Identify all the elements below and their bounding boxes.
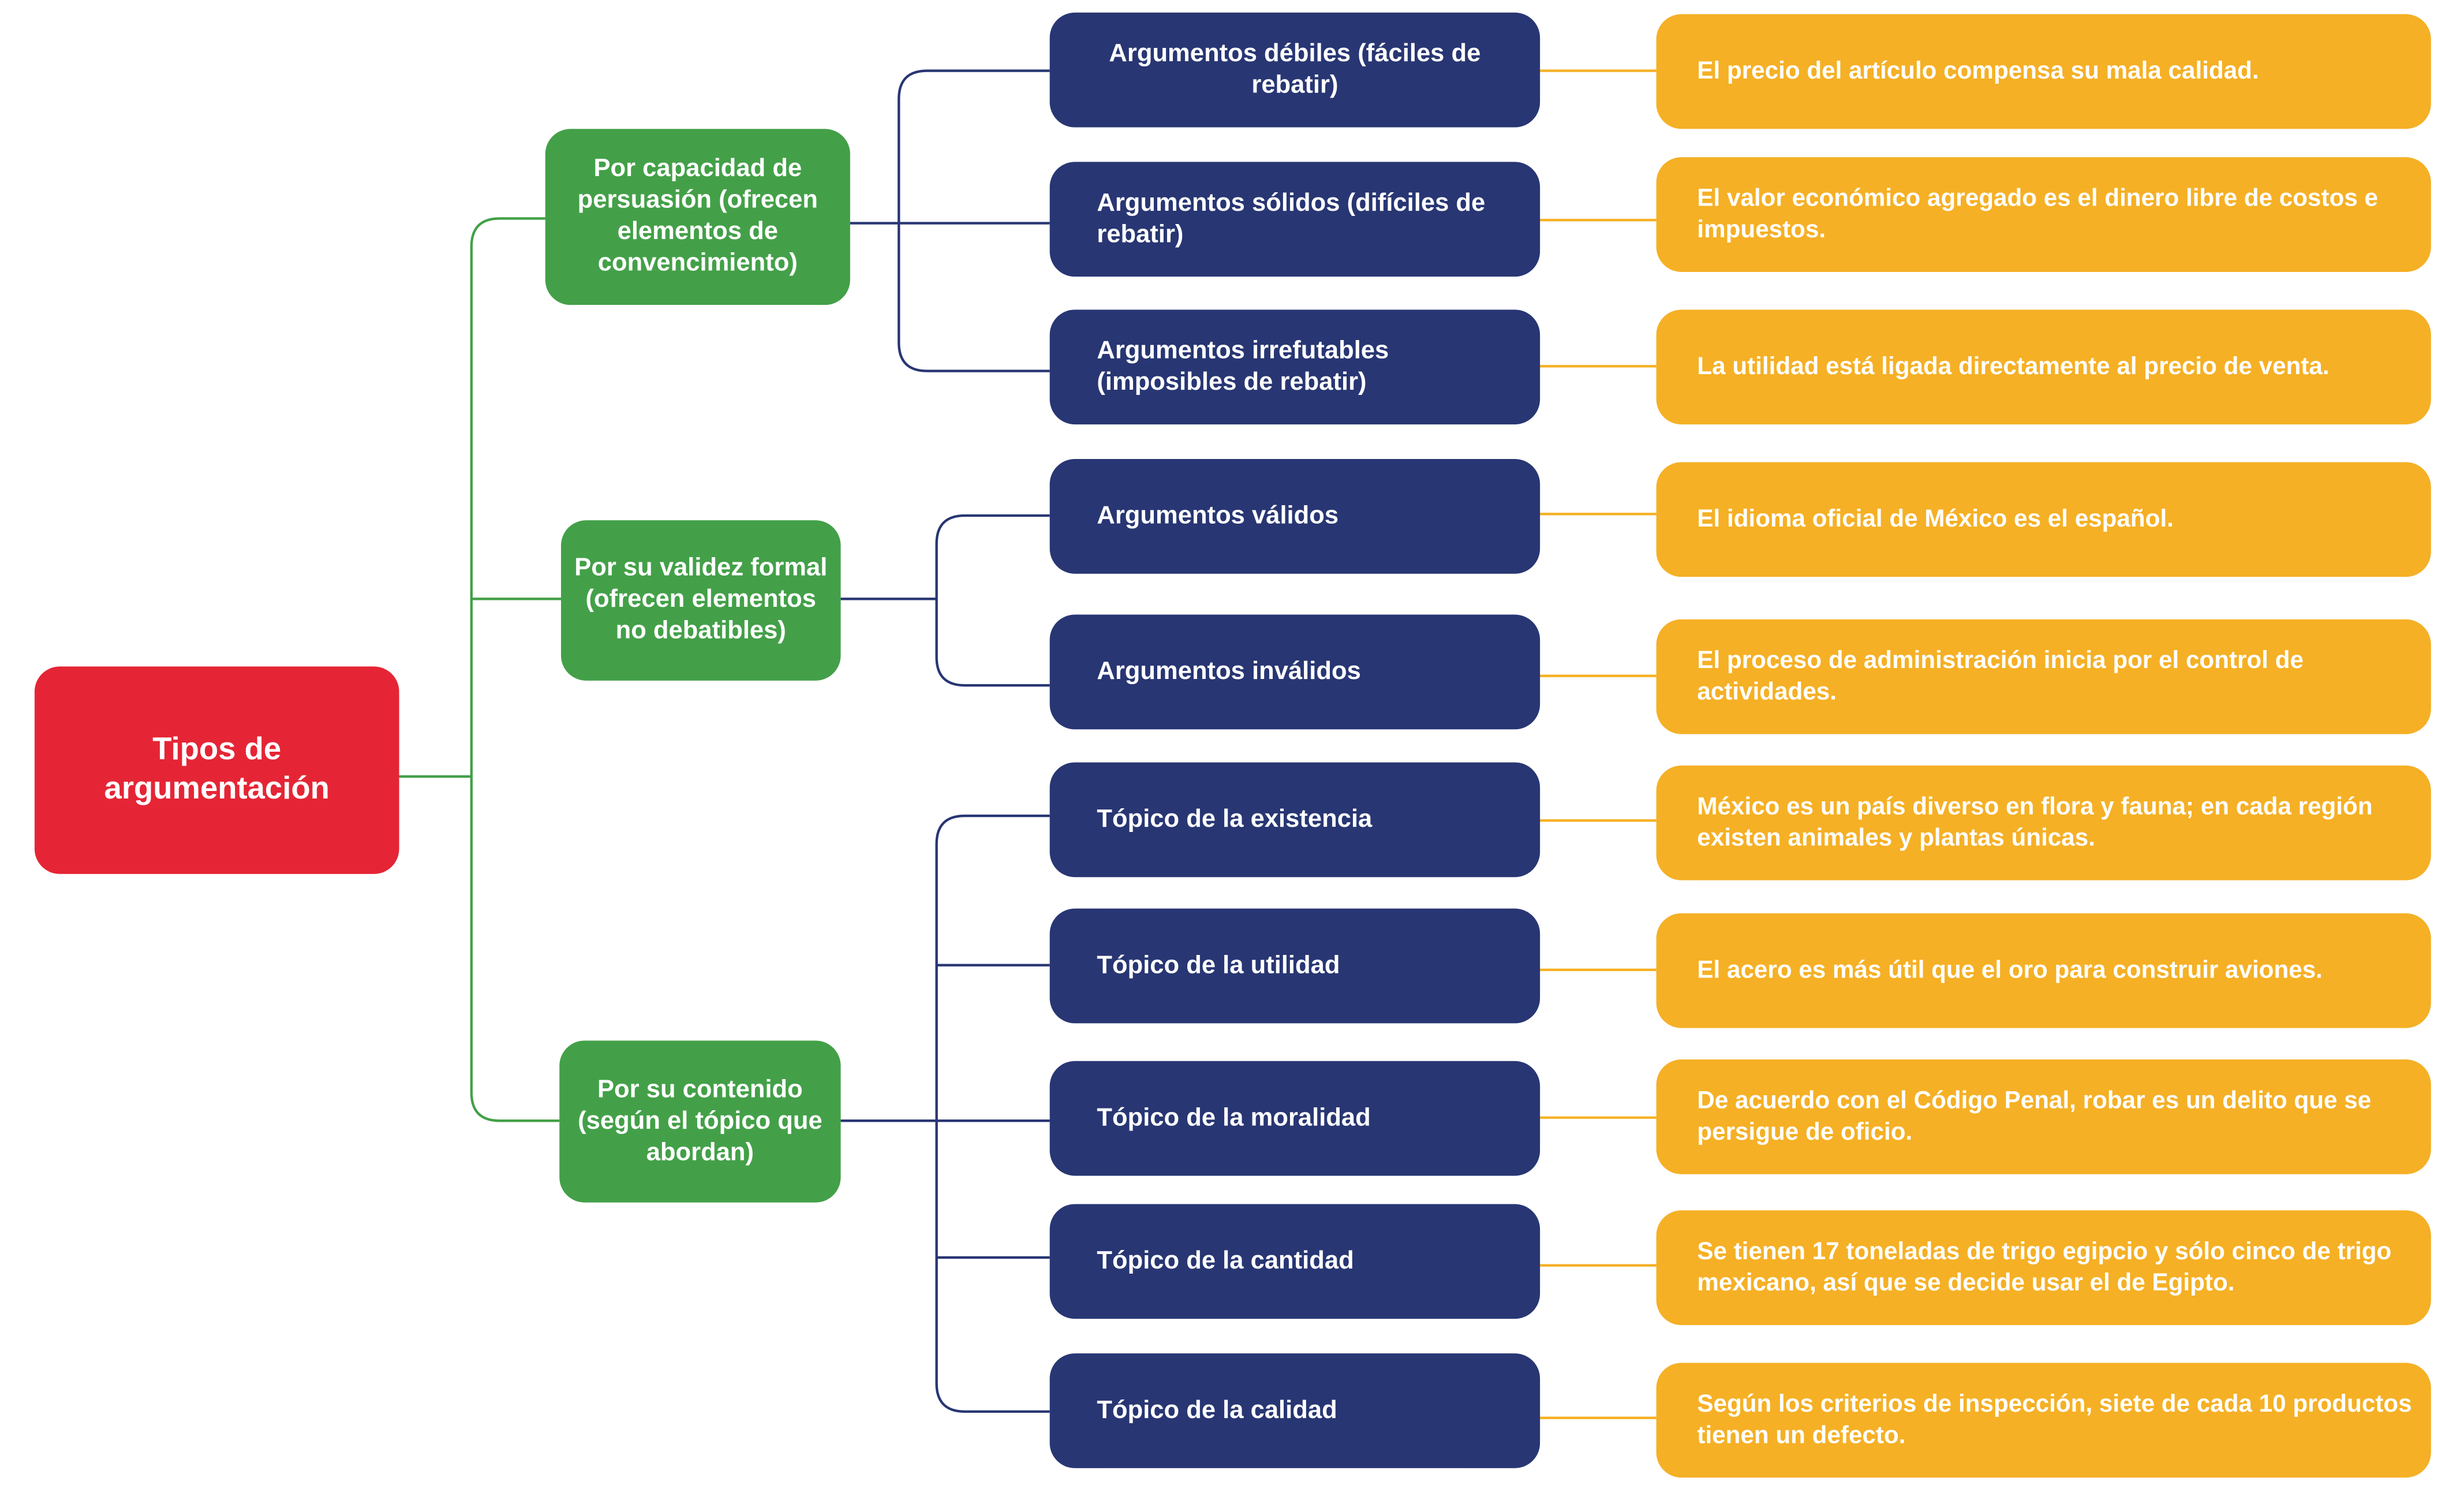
bracket-validez xyxy=(935,514,1050,687)
example-validos: El idioma oficial de México es el españo… xyxy=(1656,462,2431,577)
type-moralidad: Tópico de la moralidad xyxy=(1049,1061,1541,1176)
example-cantidad: Se tienen 17 toneladas de trigo egipcio … xyxy=(1656,1210,2431,1326)
type-validos: Argumentos válidos xyxy=(1049,458,1541,574)
example-existencia: México es un país diverso en flora y fau… xyxy=(1656,765,2431,880)
example-moralidad: De acuerdo con el Código Penal, robar es… xyxy=(1656,1059,2431,1174)
example-solidos: El valor económico agregado es el dinero… xyxy=(1656,157,2431,273)
category-contenido: Por su contenido (según el tópico que ab… xyxy=(559,1040,841,1203)
type-calidad: Tópico de la calidad xyxy=(1049,1353,1541,1468)
type-label: Tópico de la cantidad xyxy=(1097,1247,1354,1274)
type-label: Argumentos débiles (fáciles de rebatir) xyxy=(1109,40,1481,99)
bracket-contenido xyxy=(935,814,1050,1413)
type-label: Tópico de la utilidad xyxy=(1097,951,1340,979)
category-validez: Por su validez formal (ofrecen elementos… xyxy=(560,520,841,681)
example-text: El precio del artículo compensa su mala … xyxy=(1697,58,2259,85)
example-text: La utilidad está ligada directamente al … xyxy=(1697,353,2330,380)
example-text: El valor económico agregado es el dinero… xyxy=(1697,185,2379,243)
root-node: Tipos de argumentación xyxy=(34,666,399,874)
category-persuasion: Por capacidad de persuasión (ofrecen ele… xyxy=(545,129,850,305)
example-debiles: El precio del artículo compensa su mala … xyxy=(1656,14,2431,129)
type-label: Argumentos válidos xyxy=(1097,502,1339,529)
type-invalidos: Argumentos inválidos xyxy=(1049,614,1541,730)
type-label: Tópico de la moralidad xyxy=(1097,1104,1371,1131)
type-label: Tópico de la calidad xyxy=(1097,1397,1337,1424)
type-debiles: Argumentos débiles (fáciles de rebatir) xyxy=(1049,12,1541,128)
example-text: De acuerdo con el Código Penal, robar es… xyxy=(1697,1088,2372,1145)
bracket-persuasion xyxy=(898,69,1050,372)
example-utilidad: El acero es más útil que el oro para con… xyxy=(1656,913,2431,1028)
example-text: Se tienen 17 toneladas de trigo egipcio … xyxy=(1697,1238,2392,1296)
type-cantidad: Tópico de la cantidad xyxy=(1049,1204,1541,1319)
example-text: Según los criterios de inspección, siete… xyxy=(1697,1391,2412,1449)
category-label: Por su contenido (según el tópico que ab… xyxy=(578,1076,822,1166)
example-text: El proceso de administración inicia por … xyxy=(1697,648,2304,706)
example-irrefutables: La utilidad está ligada directamente al … xyxy=(1656,309,2431,425)
example-calidad: Según los criterios de inspección, siete… xyxy=(1656,1363,2431,1478)
type-label: Argumentos irrefutables (imposibles de r… xyxy=(1097,337,1389,395)
category-label: Por su validez formal (ofrecen elementos… xyxy=(574,555,828,645)
type-solidos: Argumentos sólidos (difíciles de rebatir… xyxy=(1049,162,1541,277)
type-label: Tópico de la existencia xyxy=(1097,805,1373,833)
example-text: México es un país diverso en flora y fau… xyxy=(1697,794,2373,852)
example-text: El idioma oficial de México es el españo… xyxy=(1697,506,2174,533)
category-label: Por capacidad de persuasión (ofrecen ele… xyxy=(577,155,818,277)
type-utilidad: Tópico de la utilidad xyxy=(1049,908,1541,1024)
type-label: Argumentos sólidos (difíciles de rebatir… xyxy=(1097,189,1486,248)
type-irrefutables: Argumentos irrefutables (imposibles de r… xyxy=(1049,309,1541,425)
root-label: Tipos de argumentación xyxy=(104,732,330,807)
example-invalidos: El proceso de administración inicia por … xyxy=(1656,619,2431,734)
category-bracket xyxy=(470,217,560,1122)
type-existencia: Tópico de la existencia xyxy=(1049,762,1541,878)
example-text: El acero es más útil que el oro para con… xyxy=(1697,957,2323,984)
type-label: Argumentos inválidos xyxy=(1097,658,1361,685)
